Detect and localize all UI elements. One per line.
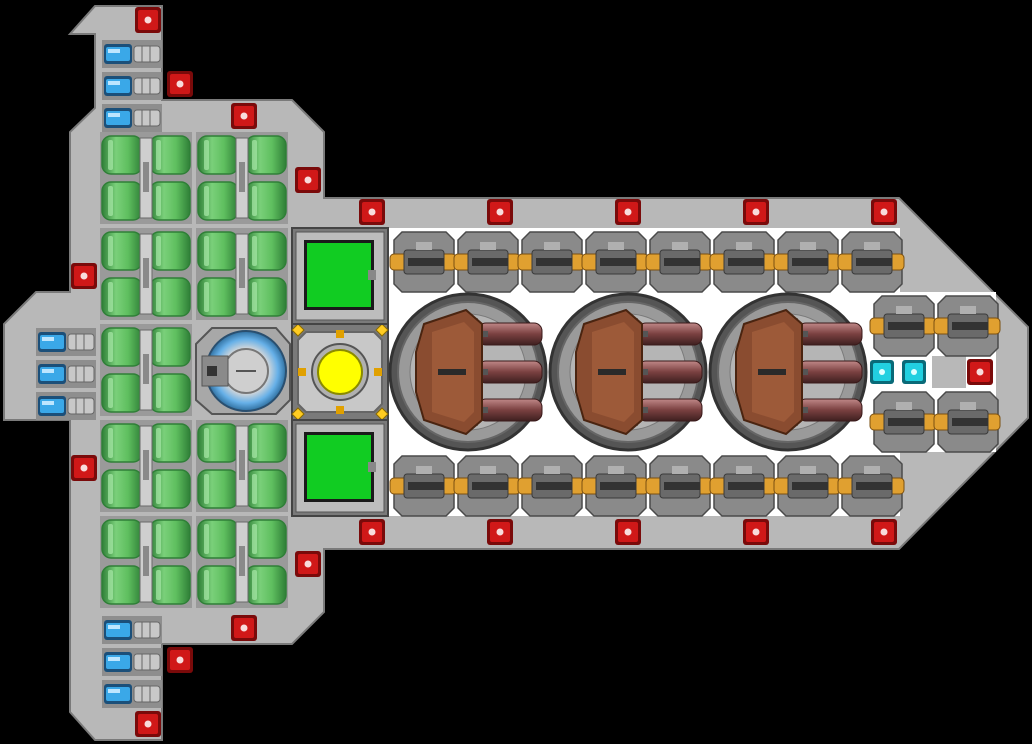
blue-thruster-icon <box>102 104 162 132</box>
gatling-gun-icon[interactable] <box>645 455 713 517</box>
gatling-gun-icon[interactable] <box>581 231 649 293</box>
cyan-sensor-icon[interactable] <box>902 360 926 384</box>
turrets <box>388 292 868 452</box>
blue-thruster-icon <box>102 616 162 644</box>
gatling-gun-icon[interactable] <box>389 231 457 293</box>
gatling-gun-icon[interactable] <box>773 231 841 293</box>
green-fuel-tank-icon <box>100 324 192 416</box>
gatling-gun-icon[interactable] <box>517 231 585 293</box>
red-armor-block-icon[interactable] <box>359 519 385 545</box>
red-armor-block-icon[interactable] <box>871 519 897 545</box>
blue-thruster-icon <box>102 40 162 68</box>
red-armor-block-icon[interactable] <box>167 647 193 673</box>
gun-rows <box>389 231 1001 517</box>
gatling-gun-icon[interactable] <box>837 231 905 293</box>
blue-thruster-icon <box>102 680 162 708</box>
reactor-core-icon[interactable] <box>291 323 389 421</box>
blue-thruster-icon <box>102 648 162 676</box>
cockpit-icon[interactable] <box>195 327 291 415</box>
gatling-gun-icon[interactable] <box>933 391 1001 453</box>
gatling-gun-icon[interactable] <box>709 231 777 293</box>
gatling-gun-icon[interactable] <box>581 455 649 517</box>
blue-thruster-icon <box>36 360 96 388</box>
fuel-tanks <box>100 132 288 608</box>
red-armor-block-icon[interactable] <box>71 455 97 481</box>
triple-barrel-turret-icon[interactable] <box>708 292 868 452</box>
blue-thruster-icon <box>36 328 96 356</box>
red-armor-block-icon[interactable] <box>231 103 257 129</box>
triple-barrel-turret-icon[interactable] <box>548 292 708 452</box>
red-armor-block-icon[interactable] <box>295 167 321 193</box>
core-modules <box>195 227 389 517</box>
deck-recess <box>932 356 966 388</box>
red-armor-block-icon[interactable] <box>71 263 97 289</box>
green-fuel-tank-icon <box>196 228 288 320</box>
gatling-gun-icon[interactable] <box>933 295 1001 357</box>
red-armor-block-icon[interactable] <box>135 711 161 737</box>
red-armor-block-icon[interactable] <box>231 615 257 641</box>
green-fuel-tank-icon <box>100 228 192 320</box>
green-fuel-tank-icon <box>100 132 192 224</box>
red-armor-block-icon[interactable] <box>135 7 161 33</box>
gatling-gun-icon[interactable] <box>869 391 937 453</box>
green-fuel-tank-icon <box>196 420 288 512</box>
gatling-gun-icon[interactable] <box>453 455 521 517</box>
green-fuel-tank-icon <box>100 420 192 512</box>
red-armor-block-icon[interactable] <box>615 199 641 225</box>
gatling-gun-icon[interactable] <box>773 455 841 517</box>
red-armor-block-icon[interactable] <box>615 519 641 545</box>
gatling-gun-icon[interactable] <box>869 295 937 357</box>
red-armor-block-icon[interactable] <box>487 519 513 545</box>
green-cargo-container-icon[interactable] <box>291 227 389 325</box>
gatling-gun-icon[interactable] <box>517 455 585 517</box>
red-armor-block-icon[interactable] <box>295 551 321 577</box>
red-armor-block-icon[interactable] <box>743 519 769 545</box>
red-armor-block-icon[interactable] <box>359 199 385 225</box>
armor-blocks <box>71 7 993 737</box>
red-armor-block-icon[interactable] <box>167 71 193 97</box>
green-cargo-container-icon[interactable] <box>291 419 389 517</box>
triple-barrel-turret-icon[interactable] <box>388 292 548 452</box>
blue-thruster-icon <box>36 392 96 420</box>
red-armor-block-icon[interactable] <box>743 199 769 225</box>
green-fuel-tank-icon <box>196 132 288 224</box>
red-armor-block-icon[interactable] <box>967 359 993 385</box>
gatling-gun-icon[interactable] <box>709 455 777 517</box>
gatling-gun-icon[interactable] <box>837 455 905 517</box>
gatling-gun-icon[interactable] <box>453 231 521 293</box>
gatling-gun-icon[interactable] <box>645 231 713 293</box>
thrusters <box>36 40 162 708</box>
cyan-sensor-icon[interactable] <box>870 360 894 384</box>
gatling-gun-icon[interactable] <box>389 455 457 517</box>
red-armor-block-icon[interactable] <box>487 199 513 225</box>
blue-thruster-icon <box>102 72 162 100</box>
green-fuel-tank-icon <box>196 516 288 608</box>
green-fuel-tank-icon <box>100 516 192 608</box>
red-armor-block-icon[interactable] <box>871 199 897 225</box>
